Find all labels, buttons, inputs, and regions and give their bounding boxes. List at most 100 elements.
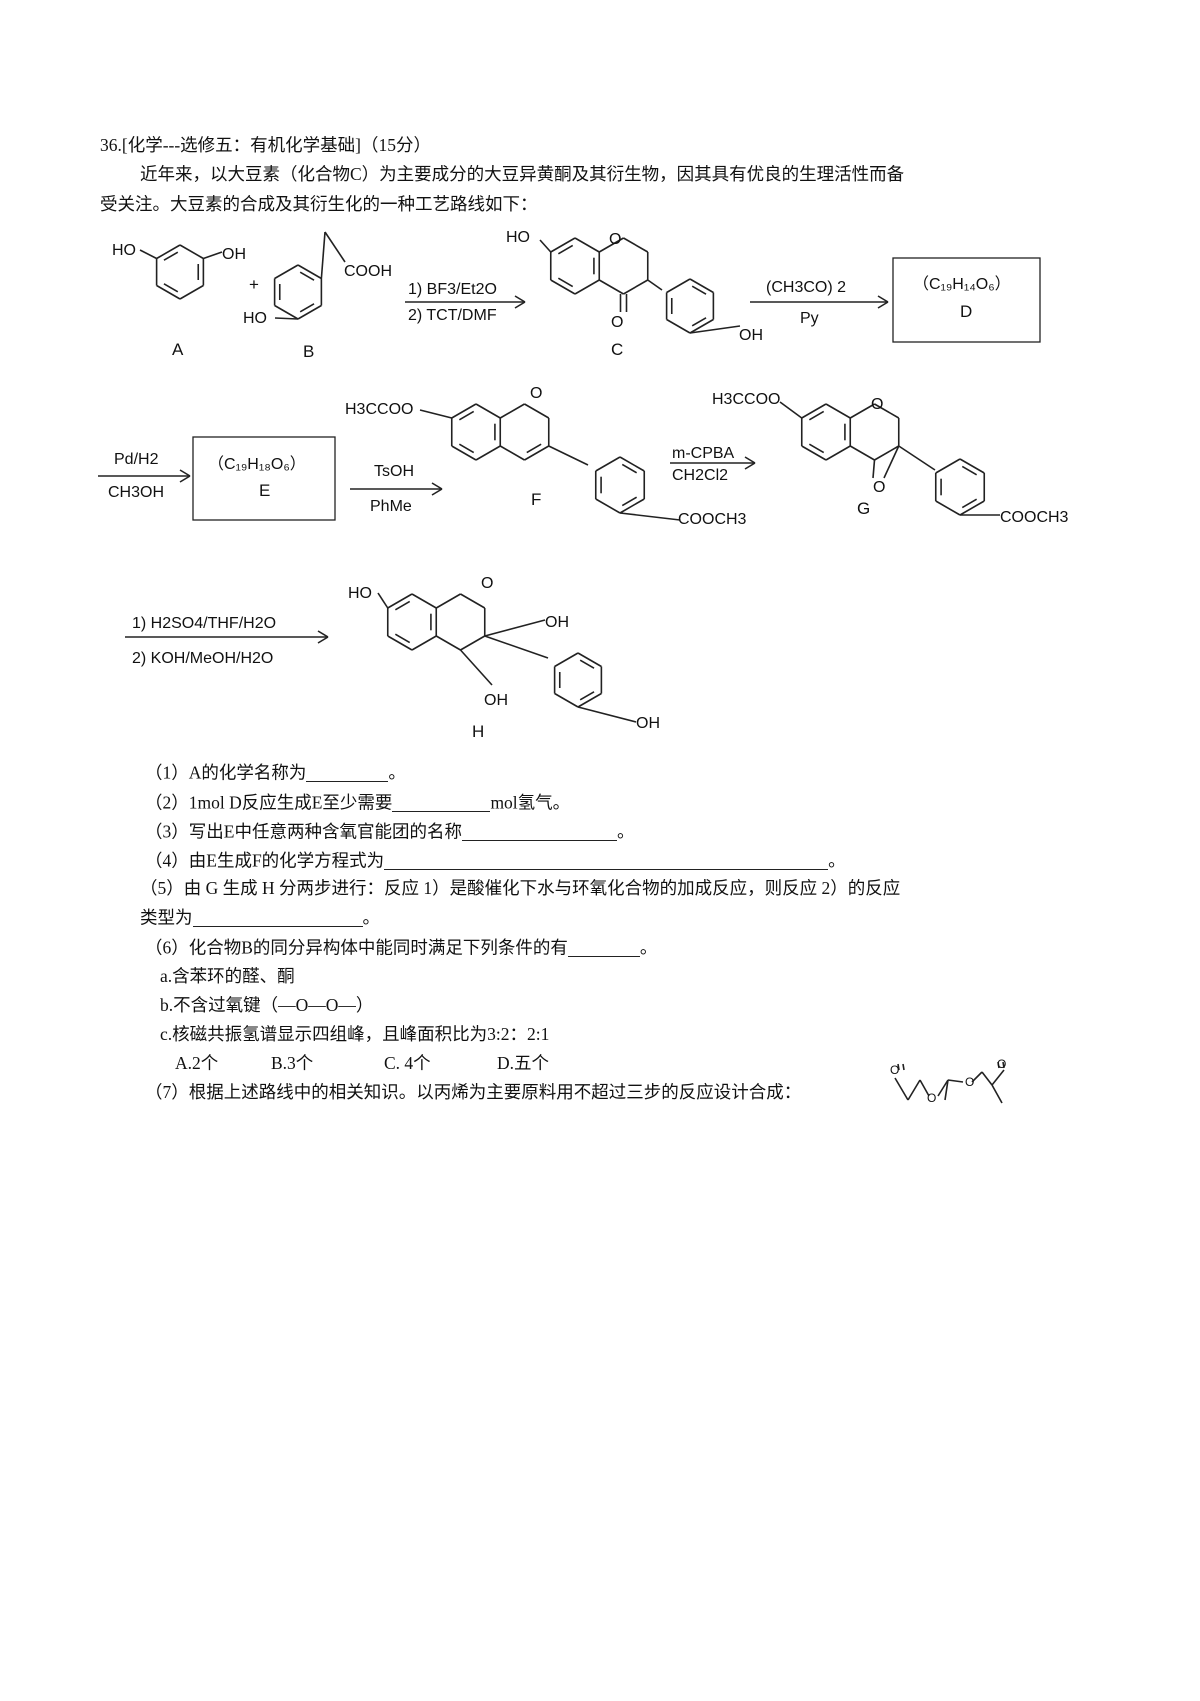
G-cooch3: COOCH3 <box>1000 509 1069 526</box>
arrow-head <box>431 488 443 496</box>
bond <box>203 251 223 260</box>
ring-bond <box>460 635 486 651</box>
ring-bond <box>623 237 649 253</box>
C-ring-o: O <box>609 231 621 248</box>
bond <box>883 445 900 479</box>
ring-bond <box>297 264 322 280</box>
q5-answer-blank[interactable] <box>192 909 363 927</box>
q1-text: （1）A的化学名称为 <box>145 762 307 783</box>
target-bond <box>947 1079 964 1083</box>
q4-answer-blank[interactable] <box>384 852 829 870</box>
bond <box>619 512 681 521</box>
F-ester: H3CCOO <box>345 401 413 418</box>
target-bond <box>991 1069 1005 1086</box>
double-bond <box>621 463 638 474</box>
q4-end: 。 <box>828 850 846 871</box>
q2-end: mol氢气。 <box>490 792 571 813</box>
bond <box>872 459 876 479</box>
label-D: D <box>960 302 972 321</box>
bond <box>320 231 326 279</box>
step5-reagent-above: m-CPBA <box>672 445 735 462</box>
bond <box>689 325 741 334</box>
target-bond <box>1002 1061 1005 1069</box>
step3-reagent-above: Pd/H2 <box>114 451 159 468</box>
q3-end: 。 <box>616 821 635 842</box>
target-o-4: O <box>997 1057 1006 1071</box>
double-bond <box>458 443 475 454</box>
ring-bond <box>959 500 985 516</box>
D-formula: （C₁₉H₁₄O₆） <box>913 275 1011 293</box>
q1-answer-blank[interactable] <box>306 764 389 782</box>
target-o-1: O <box>890 1063 899 1077</box>
target-bond <box>944 1079 949 1101</box>
q6-condition-c: c.核磁共振氢谱显示四组峰，且峰面积比为3:2：2:1 <box>160 1024 550 1044</box>
target-o-2: O <box>927 1091 936 1105</box>
ring-bond <box>156 284 181 300</box>
ring-bond <box>550 237 576 253</box>
ring-bond <box>274 264 299 280</box>
question-7: （7）根据上述路线中的相关知识。以丙烯为主要原料用不超过三步的反应设计合成： <box>145 1082 802 1102</box>
step1-reagent-1: 1) BF3/Et2O <box>408 281 497 298</box>
q6-answer-blank[interactable] <box>567 939 640 957</box>
bond <box>377 592 389 609</box>
double-bond <box>691 317 707 327</box>
A-ho: HO <box>112 242 136 259</box>
intro-line-2: 受关注。大豆素的合成及其衍生化的一种工艺路线如下： <box>100 194 538 214</box>
target-bond <box>937 1079 949 1097</box>
step2-reagent-above: (CH3CO) 2 <box>766 279 846 296</box>
bond <box>419 409 452 419</box>
target-bond <box>907 1079 921 1101</box>
ring-bond <box>689 278 714 294</box>
double-bond <box>691 285 707 295</box>
label-G: G <box>857 499 870 518</box>
ring-bond <box>297 304 322 320</box>
ring-bond <box>959 458 985 474</box>
step4-reagent-above: TsOH <box>374 463 414 480</box>
ring-bond <box>801 403 827 419</box>
ring-bond <box>619 498 645 514</box>
bond <box>484 619 546 637</box>
F-cooch3: COOCH3 <box>678 511 747 528</box>
label-H: H <box>472 722 484 741</box>
ring-bond <box>874 445 900 461</box>
ring-bond <box>577 652 602 668</box>
q3-answer-blank[interactable] <box>461 823 617 841</box>
step6-reagent-1: 1) H2SO4/THF/H2O <box>132 615 276 632</box>
H-ring-o: O <box>481 575 493 592</box>
arrow-head <box>179 475 191 483</box>
double-bond <box>526 443 542 454</box>
double-bond <box>458 410 475 421</box>
bond <box>274 317 299 320</box>
double-bond <box>299 271 315 281</box>
ring-bond <box>524 403 550 419</box>
H-oh-4: OH <box>484 692 508 709</box>
q6-option-b[interactable]: B.3个 <box>271 1053 314 1073</box>
ring-bond <box>623 279 649 295</box>
bond <box>539 239 552 253</box>
target-bond <box>971 1071 983 1083</box>
q2-answer-blank[interactable] <box>392 794 491 812</box>
arrow-head <box>877 301 889 309</box>
E-formula: （C₁₉H₁₈O₆） <box>208 455 306 473</box>
synthesis-scheme: HO OH A + COOH HO B 1) BF3/Et2O 2) TCT/D… <box>98 229 1069 1105</box>
ring-bond <box>574 279 600 295</box>
q6-option-a[interactable]: A.2个 <box>175 1053 219 1073</box>
ring-bond <box>554 692 579 708</box>
intro-line-1: 近年来，以大豆素（化合物C）为主要成分的大豆异黄酮及其衍生物，因其具有优良的生理… <box>140 164 905 184</box>
ring-bond <box>598 237 624 253</box>
ring-bond <box>451 403 477 419</box>
B-ho: HO <box>243 310 267 327</box>
arrow-head <box>877 295 889 303</box>
arrow-head <box>744 462 756 470</box>
bond <box>898 445 936 471</box>
ring-bond <box>595 498 621 514</box>
q6-option-d[interactable]: D.五个 <box>497 1053 550 1073</box>
ring-bond <box>666 318 691 334</box>
bond <box>459 649 493 686</box>
bond <box>324 231 346 263</box>
q6-option-c[interactable]: C. 4个 <box>384 1053 431 1073</box>
ring-bond <box>801 445 827 461</box>
double-bond <box>163 283 179 293</box>
ring-bond <box>411 593 437 609</box>
plus-sign: + <box>249 275 259 294</box>
